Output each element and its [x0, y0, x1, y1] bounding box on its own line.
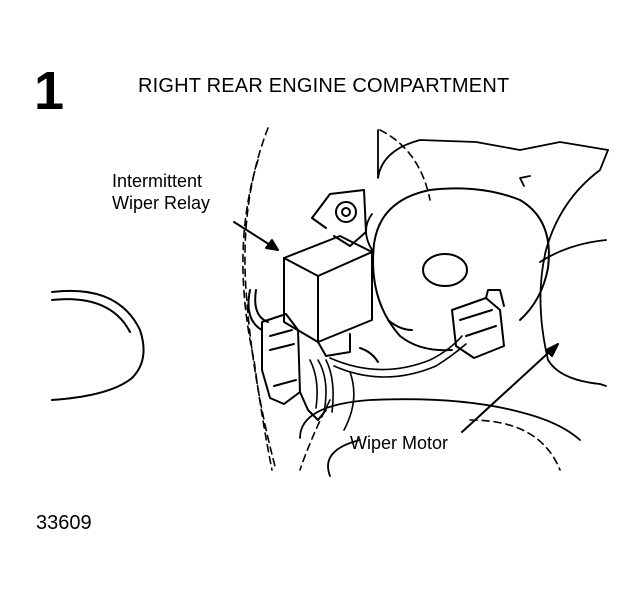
motor-connector	[451, 289, 505, 359]
label-intermittent-wiper-relay: Intermittent Wiper Relay	[112, 170, 210, 214]
label-relay-line2: Wiper Relay	[112, 193, 211, 213]
wire-harness	[309, 335, 467, 431]
figure-number: 1	[34, 61, 65, 121]
label-relay-line1: Intermittent	[112, 171, 203, 191]
wiper-motor-housing	[359, 187, 550, 363]
round-component	[51, 289, 145, 401]
figure-title: RIGHT REAR ENGINE COMPARTMENT	[138, 75, 510, 97]
relay-bracket	[311, 189, 367, 247]
body-contour-lines	[242, 127, 561, 471]
motor-leader-arrow	[461, 343, 559, 433]
panel-outline	[299, 129, 609, 477]
relay-connector	[247, 289, 327, 421]
wiper-relay-box	[283, 235, 373, 357]
relay-leader-arrow	[233, 221, 279, 251]
figure-code: 33609	[36, 512, 92, 534]
label-wiper-motor: Wiper Motor	[350, 433, 449, 453]
